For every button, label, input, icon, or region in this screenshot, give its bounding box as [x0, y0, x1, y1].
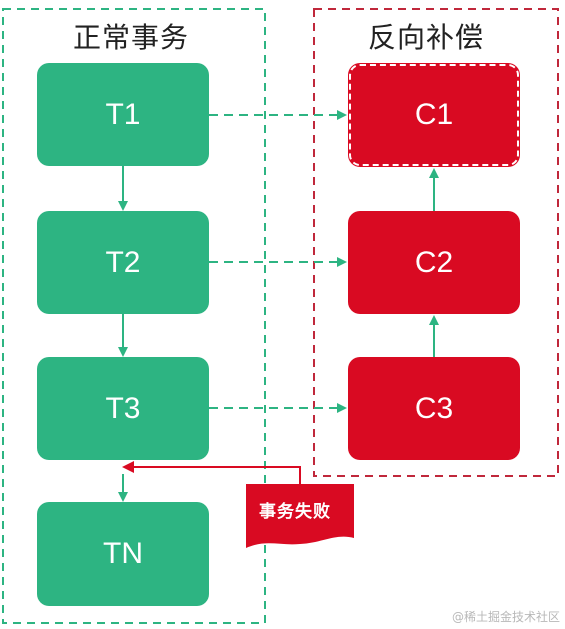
normal-group-title: 正常事务: [73, 21, 190, 54]
transaction-tn: TN: [37, 502, 209, 606]
failure-banner: [246, 484, 354, 548]
transaction-t3: T3: [37, 357, 209, 460]
compensation-c2: C2: [348, 211, 520, 314]
watermark: @稀土掘金技术社区: [452, 610, 561, 624]
compensation-group-title: 反向补偿: [368, 21, 485, 54]
compensation-group-frame: [313, 8, 559, 477]
failure-pointer-line: [122, 461, 301, 484]
transaction-t2: T2: [37, 211, 209, 314]
transaction-t1: T1: [37, 63, 209, 166]
normal-group-frame: [2, 8, 266, 624]
compensation-c3: C3: [348, 357, 520, 460]
compensation-c1: C1: [348, 63, 520, 167]
failure-label: 事务失败: [259, 502, 331, 522]
